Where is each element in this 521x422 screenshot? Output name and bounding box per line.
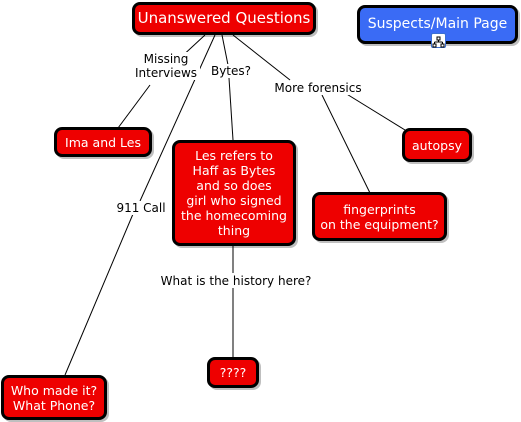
link-label-history: What is the history here? [156, 274, 316, 288]
node-who-made-it[interactable]: Who made it? What Phone? [1, 375, 107, 420]
node-les-refers[interactable]: Les refers to Haff as Bytes and so does … [172, 140, 296, 246]
link-label-bytes: Bytes? [207, 64, 255, 78]
link-label-missing-interviews: Missing Interviews [132, 52, 200, 80]
connector-forensics-fingerprints [321, 94, 371, 194]
concept-map-link-icon[interactable] [431, 33, 446, 48]
connector-bytes-les [228, 77, 234, 141]
root-node-unanswered-questions[interactable]: Unanswered Questions [132, 2, 316, 35]
node-ima-and-les[interactable]: Ima and Les [54, 127, 152, 157]
connector-root-forensics [232, 34, 291, 81]
node-question-marks[interactable]: ???? [207, 357, 259, 388]
connector-911-whomade [64, 213, 134, 376]
connector-root-911 [139, 34, 216, 202]
link-label-911-call: 911 Call [112, 201, 170, 215]
connector-forensics-autopsy [344, 92, 406, 131]
connector-missing-ima [117, 84, 151, 129]
node-fingerprints[interactable]: fingerprints on the equipment? [312, 192, 447, 241]
node-autopsy[interactable]: autopsy [402, 128, 472, 162]
connector-root-bytes [221, 34, 229, 66]
link-label-more-forensics: More forensics [271, 81, 365, 95]
